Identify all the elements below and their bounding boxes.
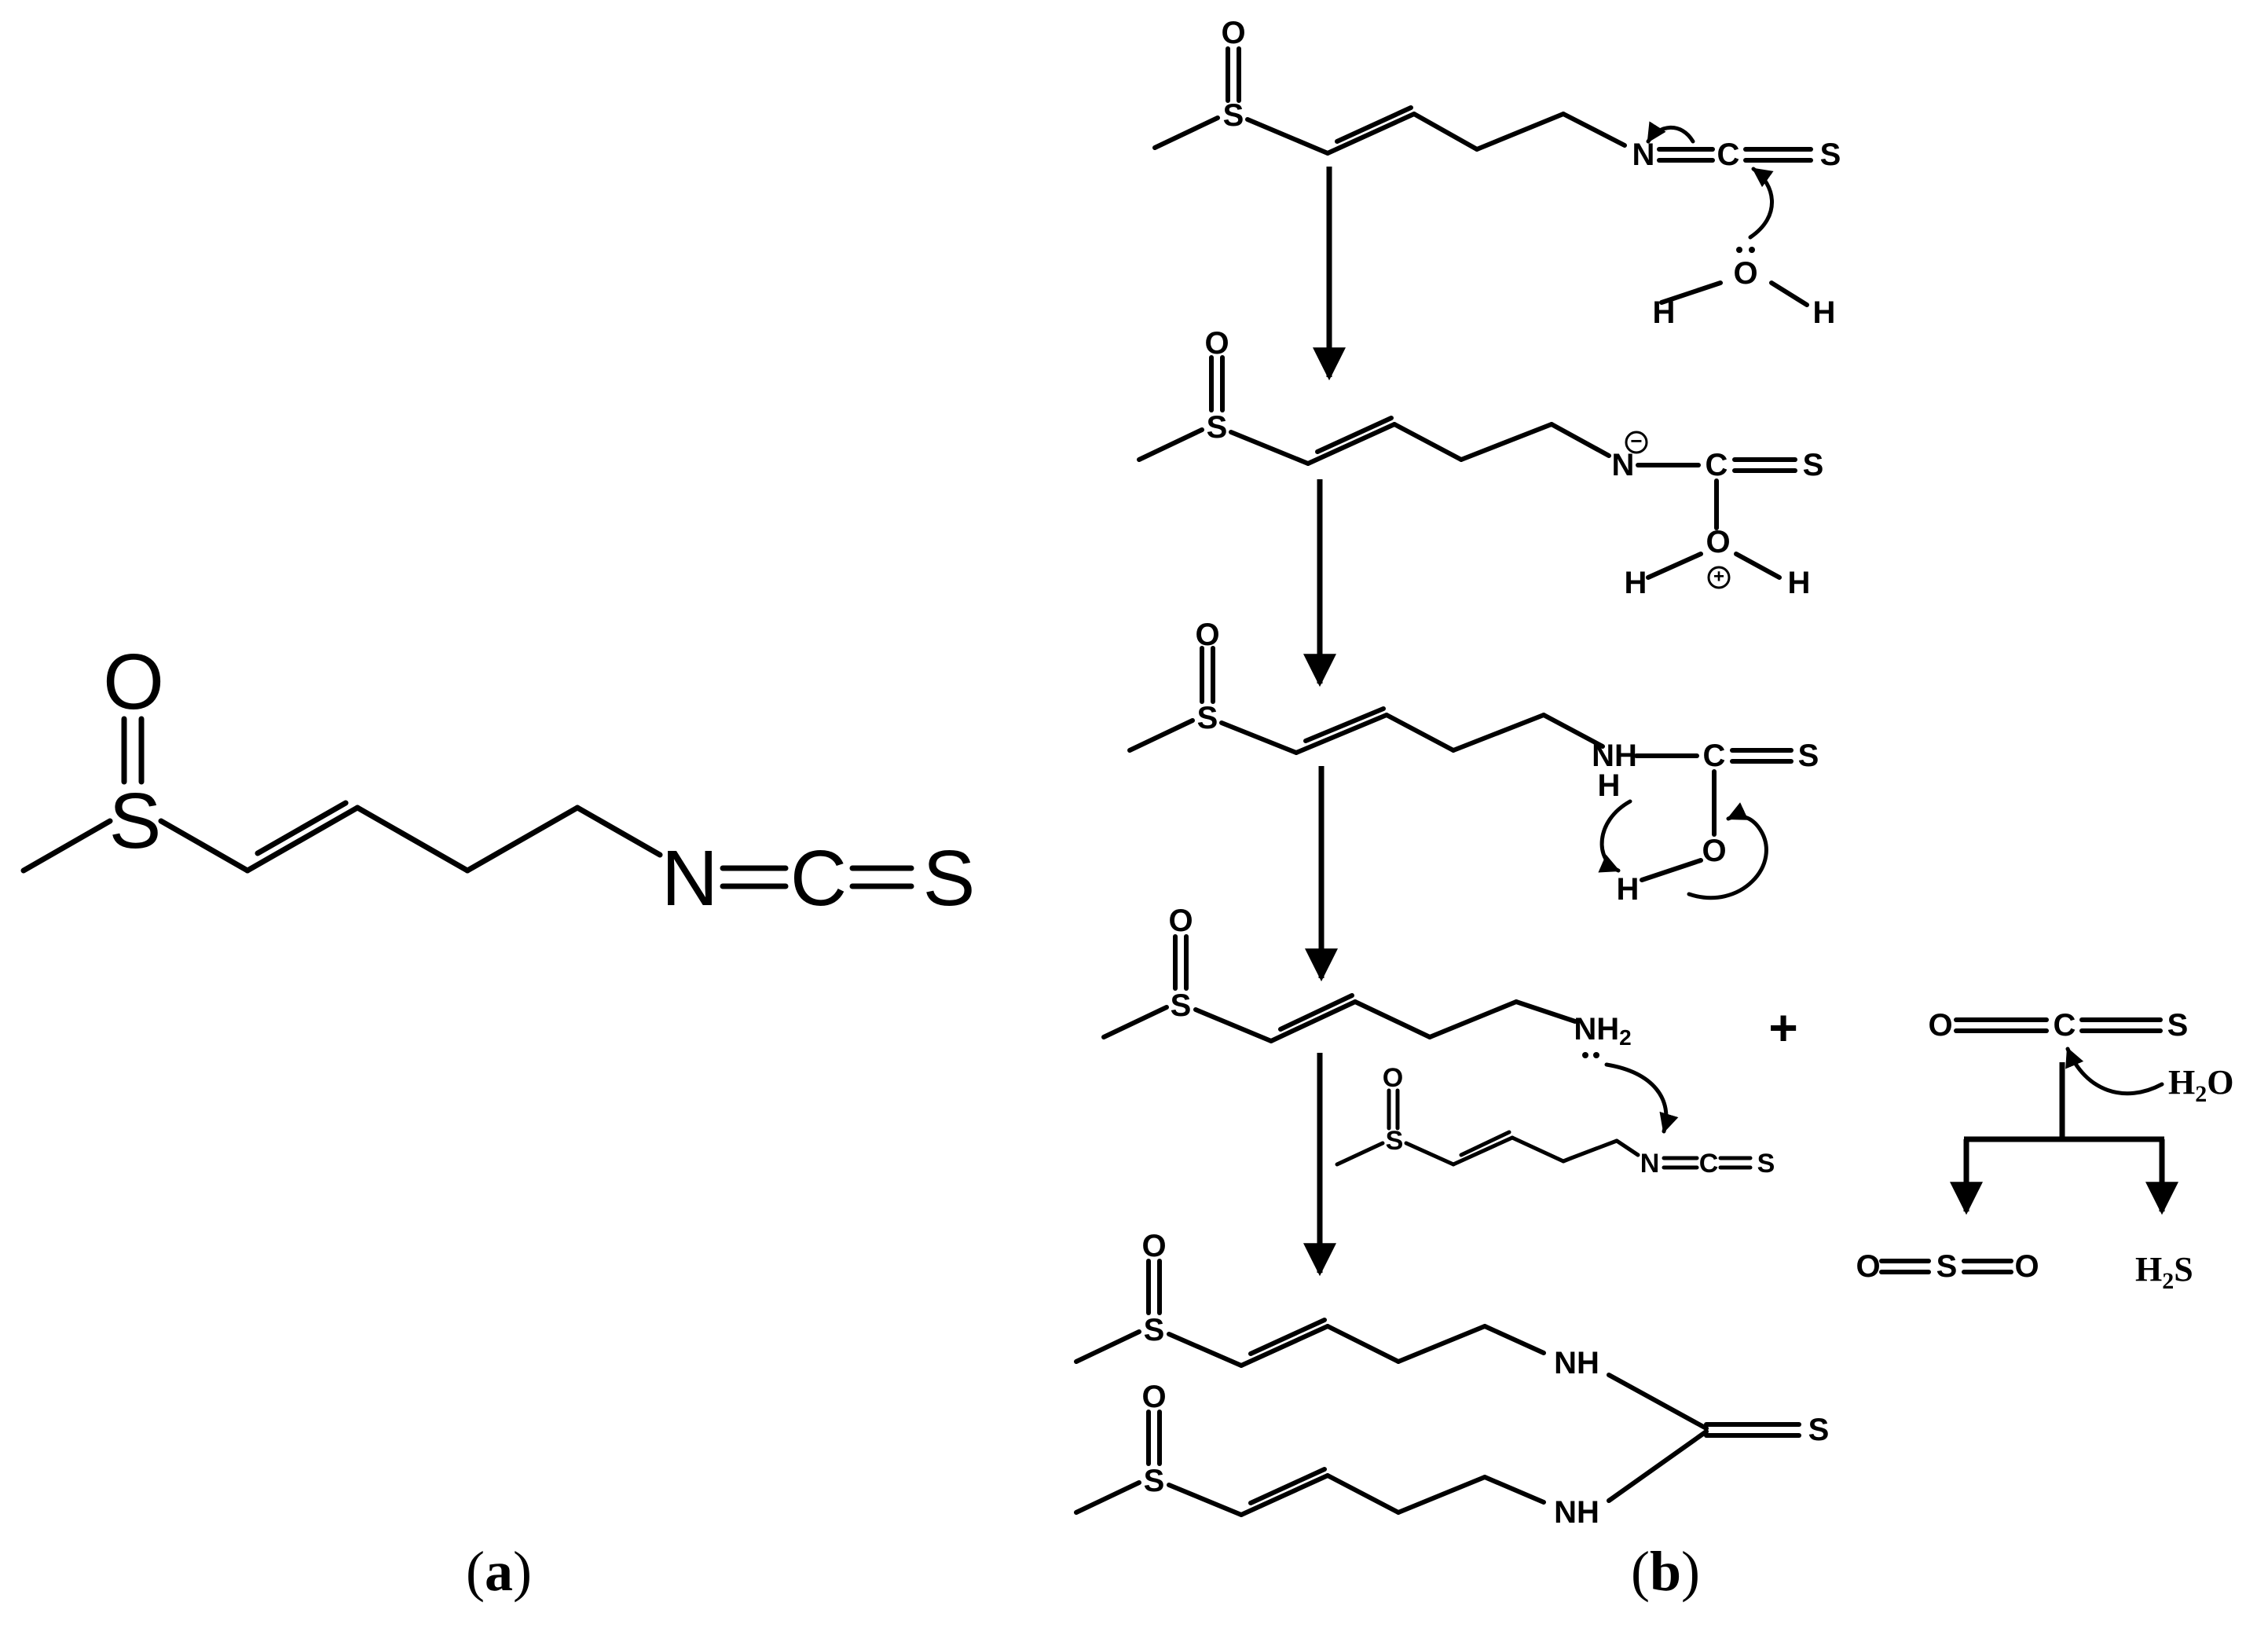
water-label: H2O	[2168, 1063, 2233, 1107]
atom-oxygen: O	[103, 638, 164, 726]
panel-label-a: (a)	[466, 1540, 532, 1603]
negative-charge-icon	[1625, 431, 1648, 454]
carbonyl-sulfide-hydrolysis: O C S H2O O S O H2S	[1856, 1008, 2233, 1294]
atom-sulfur: S	[1144, 1464, 1165, 1498]
atom-sulfur: S	[1197, 701, 1218, 735]
atom-oxygen: O	[1856, 1249, 1880, 1284]
atom-oxygen: O	[1195, 618, 1219, 652]
atom-sulfur: S	[1144, 1313, 1165, 1347]
hydrogen-sulfide-label: H2S	[2135, 1250, 2193, 1294]
atom-nh: NH	[1554, 1495, 1599, 1530]
atom-carbon: C	[1703, 739, 1726, 773]
atom-nh: NH	[1554, 1346, 1599, 1380]
svg-text:+: +	[1713, 566, 1724, 588]
atom-hydrogen: H	[1653, 295, 1676, 330]
atom-sulfur-terminal: S	[1803, 448, 1824, 482]
positive-charge-icon	[1707, 566, 1731, 589]
atom-carbon: C	[2054, 1008, 2076, 1043]
atom-sulfur: S	[2167, 1008, 2189, 1043]
step1-structure: O S N C S O H H	[1152, 16, 1841, 330]
atom-nitrogen: N	[1640, 1149, 1660, 1179]
atom-hydrogen: H	[1617, 872, 1640, 907]
atom-sulfur: S	[1386, 1126, 1404, 1156]
atom-carbon: C	[1699, 1149, 1719, 1179]
atom-hydrogen: H	[1788, 566, 1811, 600]
atom-carbon: C	[790, 834, 847, 922]
atom-oxygen: O	[1221, 16, 1245, 50]
panel-a-structure: O S N C S	[20, 638, 976, 922]
atom-sulfur-thiocarbonyl: S	[1808, 1413, 1830, 1447]
svg-text:−: −	[1630, 429, 1642, 453]
atom-oxygen: O	[1702, 834, 1726, 868]
atom-sulfur: S	[1207, 410, 1228, 445]
step3-structure: O S NH H C S O H	[1127, 618, 1819, 907]
atom-nitrogen: N	[1632, 137, 1655, 172]
atom-sulfur: S	[1223, 98, 1244, 133]
isothiocyanate-reagent: O S N C S	[1335, 1063, 1775, 1179]
atom-oxygen: O	[1141, 1380, 1166, 1414]
atom-amine: NH2	[1574, 1012, 1631, 1050]
atom-nitrogen: N	[1612, 448, 1635, 482]
atom-hydrogen: H	[1813, 295, 1836, 330]
atom-water-oxygen: O	[1733, 256, 1757, 291]
atom-oxygen: O	[1383, 1063, 1403, 1093]
atom-sulfur-terminal: S	[1798, 739, 1819, 773]
step2-structure: O S N − C S O H H +	[1137, 326, 1824, 600]
product-thiourea: O S NH O S NH S	[1074, 1229, 1830, 1530]
atom-hydrogen: H	[1625, 566, 1647, 600]
atom-sulfur: S	[1936, 1249, 1958, 1284]
atom-sulfur: S	[1171, 988, 1192, 1023]
atom-carbon: C	[1706, 448, 1728, 482]
atom-sulfur-terminal: S	[1820, 137, 1841, 172]
panel-label-b: (b)	[1631, 1540, 1700, 1603]
atom-oxygen: O	[1204, 326, 1229, 361]
step4-structure: O S NH2	[1101, 904, 1679, 1134]
atom-nh: NH	[1592, 739, 1637, 773]
atom-oxygen: O	[1706, 525, 1730, 559]
atom-carbon: C	[1717, 137, 1740, 172]
atom-oxygen: O	[1928, 1008, 1952, 1043]
atom-sulfur: S	[109, 777, 162, 865]
atom-oxygen: O	[1168, 904, 1193, 938]
atom-sulfur-terminal: S	[1757, 1149, 1775, 1179]
atom-nitrogen: N	[661, 834, 718, 922]
atom-hydrogen: H	[1598, 768, 1621, 803]
atom-sulfur-terminal: S	[923, 834, 976, 922]
atom-oxygen: O	[1141, 1229, 1166, 1263]
atom-oxygen: O	[2014, 1249, 2039, 1284]
plus-sign: +	[1768, 999, 1797, 1056]
